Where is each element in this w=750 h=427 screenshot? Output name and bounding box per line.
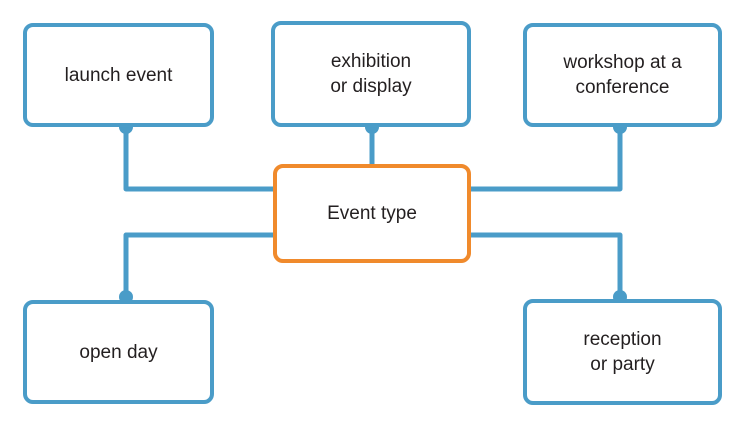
node-workshop-at-a-conference: workshop at a conference [523, 23, 722, 127]
node-label: launch event [64, 64, 173, 86]
connector-reception [471, 232, 623, 300]
node-exhibition-or-display: exhibition or display [271, 21, 471, 127]
node-label: reception or party [583, 329, 662, 375]
node-reception-or-party: reception or party [523, 299, 722, 405]
connector-workshop [471, 127, 623, 192]
node-launch-event: launch event [23, 23, 214, 127]
connector-launch [123, 127, 273, 192]
node-label: exhibition or display [330, 51, 412, 97]
node-label: open day [79, 341, 158, 363]
node-label: workshop at a conference [563, 52, 682, 98]
center-label: Event type [327, 203, 417, 224]
node-event-type: Event type [273, 164, 471, 263]
connector-openday [123, 232, 273, 300]
node-open-day: open day [23, 300, 214, 404]
